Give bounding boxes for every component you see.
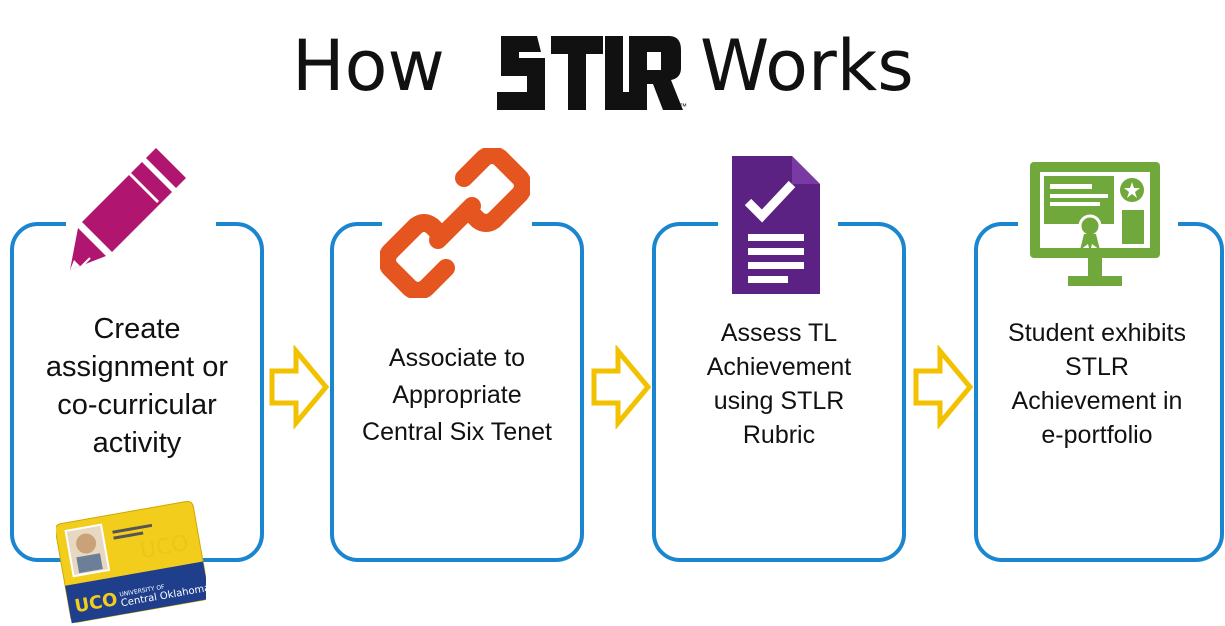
document-check-icon <box>732 156 820 294</box>
page-title: How ™ Works <box>0 8 1225 118</box>
step-2-box <box>330 218 584 562</box>
arrow-right-icon <box>269 345 330 429</box>
step-1-label: Create assignment or co-curricular activ… <box>45 313 229 459</box>
step-4-box <box>974 218 1224 562</box>
student-id-card: UCO UCO UNIVERSITY OF Central Oklahoma <box>56 500 206 624</box>
arrow-right-icon <box>591 345 652 429</box>
trademark-mark: ™ <box>679 102 687 111</box>
stlr-logo-icon <box>497 36 683 110</box>
pencil-icon <box>70 148 186 270</box>
title-suffix: Works <box>700 25 914 107</box>
step-3-label: Assess TL Achievement using STLR Rubric <box>706 319 852 449</box>
step-2-label: Associate to Appropriate Central Six Ten… <box>362 344 552 446</box>
title-prefix: How <box>292 25 445 107</box>
monitor-certificate-icon <box>1030 162 1160 286</box>
step-1-box <box>10 218 264 562</box>
chain-link-icon <box>380 148 530 298</box>
step-4-label: Student exhibits STLR Achievement in e-p… <box>1008 319 1186 449</box>
arrow-right-icon <box>913 345 974 429</box>
